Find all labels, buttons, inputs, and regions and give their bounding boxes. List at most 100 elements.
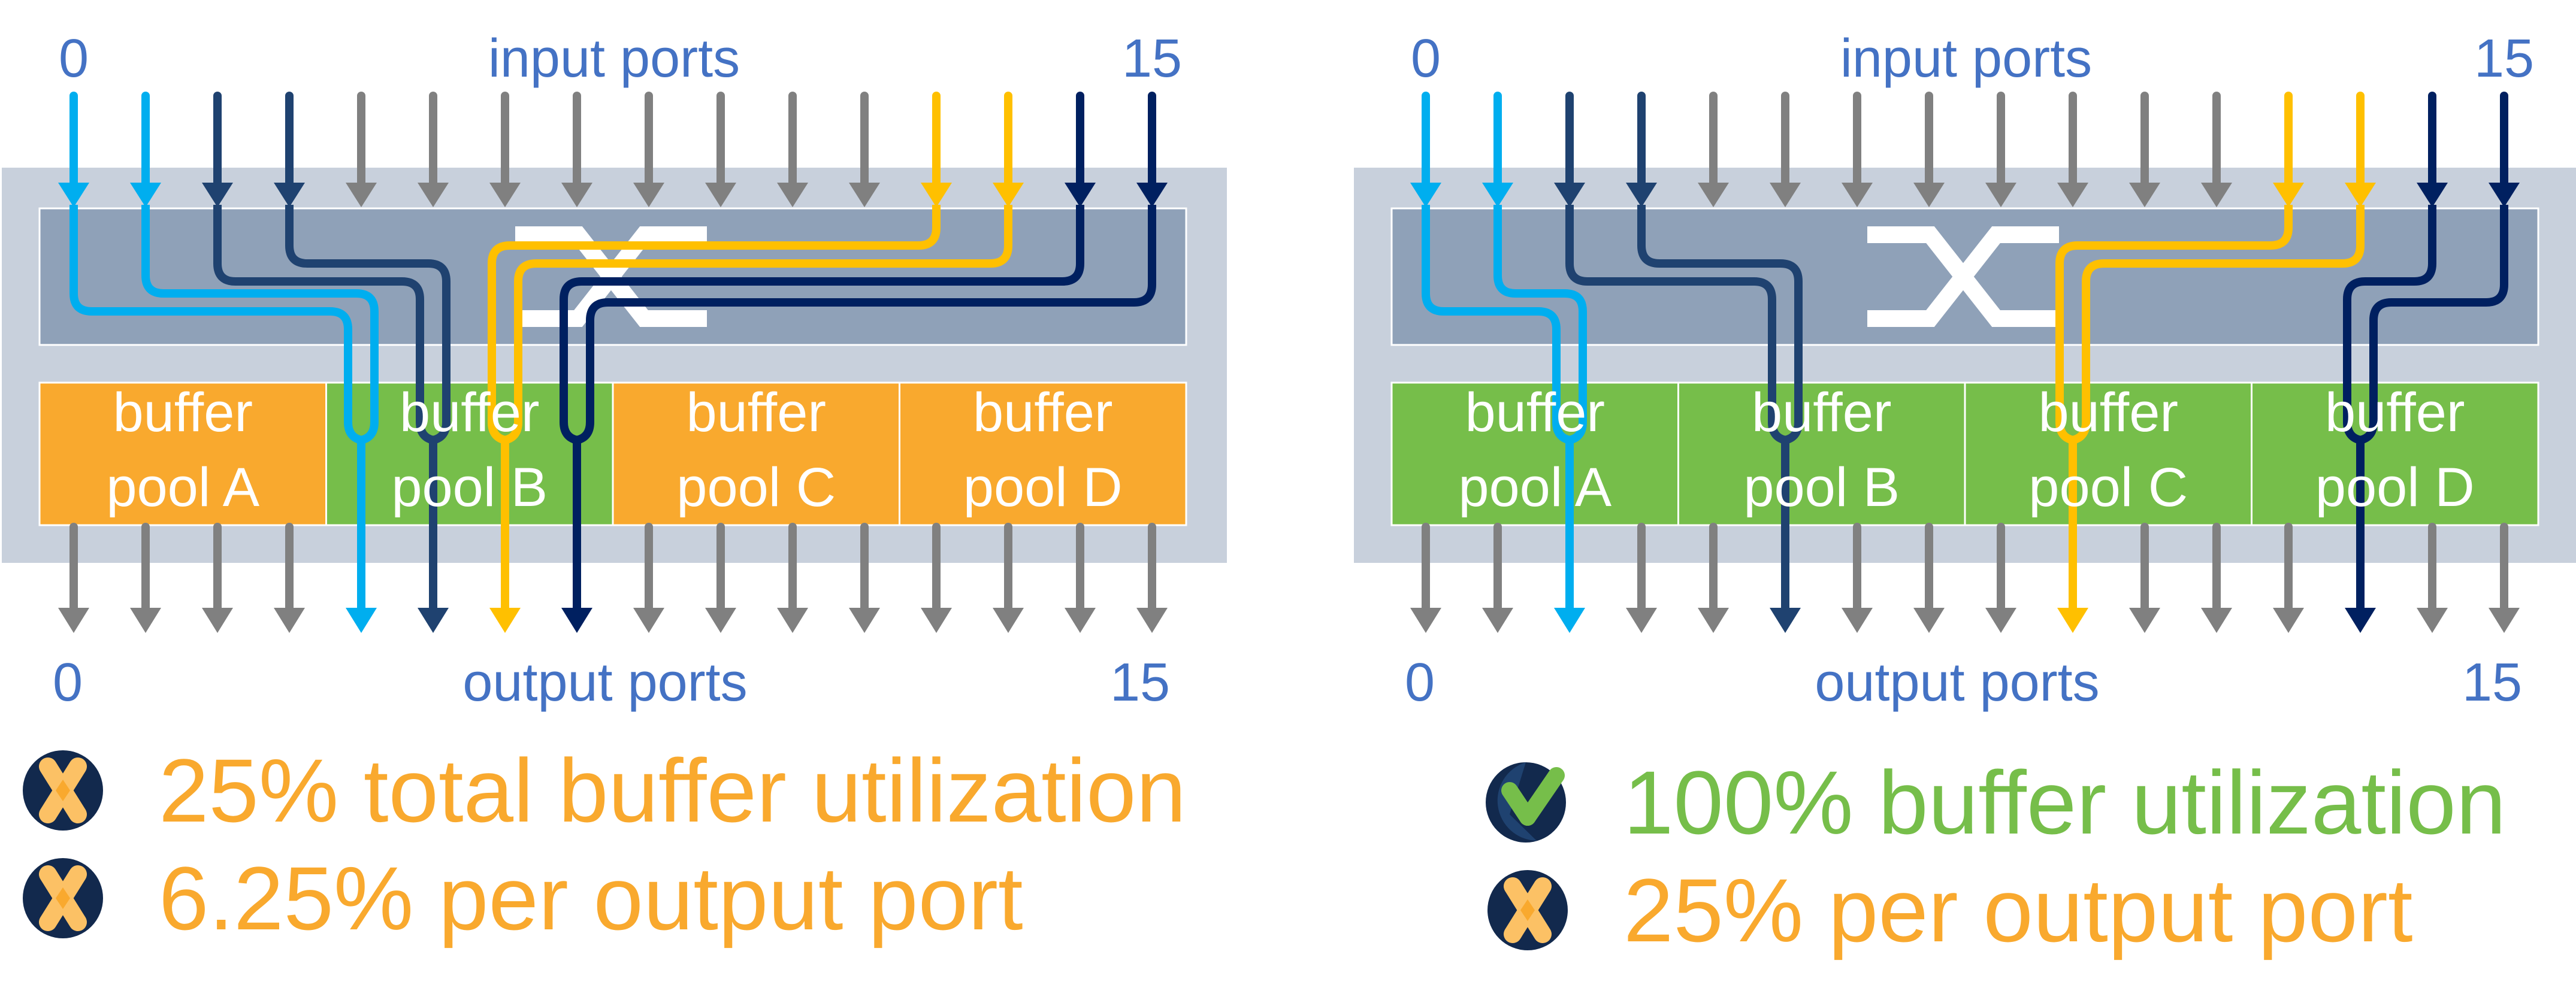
- stat-text: 25% total buffer utilization: [159, 740, 1186, 841]
- input-port-arrowhead: [1626, 183, 1657, 207]
- output-port-arrowhead: [561, 608, 592, 633]
- stat-row: 25% total buffer utilization: [21, 746, 1186, 835]
- stat-row: 25% per output port: [1486, 865, 2413, 955]
- input-port-last-label: 15: [1122, 29, 1182, 89]
- flow-path: [141, 205, 379, 444]
- x-circle-icon: [21, 749, 105, 832]
- buffer-pool-label: buffer: [2038, 382, 2178, 443]
- input-port-arrowhead: [202, 183, 233, 207]
- input-port-arrowhead: [1065, 183, 1096, 207]
- input-port-arrowhead: [849, 183, 880, 207]
- flow-path: [213, 205, 434, 444]
- output-port-arrowhead: [346, 608, 377, 633]
- flow-path: [1493, 205, 1587, 444]
- output-port-last-label: 15: [2462, 653, 2522, 713]
- input-ports-label: input ports: [488, 29, 740, 89]
- input-port-arrowhead: [58, 183, 89, 207]
- buffer-pool-label: pool D: [963, 457, 1123, 518]
- flow-path: [285, 205, 451, 444]
- stat-text: 25% per output port: [1623, 860, 2413, 960]
- input-port-arrowhead: [561, 183, 592, 207]
- x-circle-icon: [21, 856, 105, 940]
- buffer-pool-b: [1677, 381, 1966, 526]
- input-port-arrowhead: [2129, 183, 2160, 207]
- output-port-arrowhead: [1065, 608, 1096, 633]
- output-ports-label: output ports: [1815, 653, 2099, 713]
- output-port-arrowhead: [1770, 608, 1801, 633]
- input-port-arrowhead: [777, 183, 808, 207]
- input-port-arrowhead: [633, 183, 664, 207]
- input-port-arrowhead: [705, 183, 736, 207]
- output-port-arrowhead: [58, 608, 89, 633]
- stat-text: 6.25% per output port: [159, 848, 1023, 949]
- input-port-arrowhead: [274, 183, 305, 207]
- flow-path: [488, 205, 941, 444]
- input-port-arrowhead: [1698, 183, 1729, 207]
- flow-path: [1422, 205, 1571, 444]
- x-circle-icon: [1486, 868, 1570, 952]
- output-port-arrowhead: [202, 608, 233, 633]
- output-port-arrowhead: [1136, 608, 1168, 633]
- output-port-first-label: 0: [1405, 653, 1435, 713]
- output-port-arrowhead: [1410, 608, 1441, 633]
- output-port-arrowhead: [921, 608, 952, 633]
- output-port-arrowhead: [1842, 608, 1873, 633]
- buffer-pool-label: buffer: [113, 382, 253, 443]
- input-port-arrowhead: [993, 183, 1024, 207]
- output-port-last-label: 15: [1110, 653, 1170, 713]
- buffer-pool-label: pool C: [2028, 457, 2188, 518]
- input-port-arrowhead: [1770, 183, 1801, 207]
- buffer-pool-label: buffer: [1465, 382, 1605, 443]
- input-port-arrowhead: [2489, 183, 2520, 207]
- output-port-arrowhead: [633, 608, 664, 633]
- input-port-arrowhead: [418, 183, 449, 207]
- input-port-first-label: 0: [59, 29, 89, 89]
- input-port-arrowhead: [1136, 183, 1168, 207]
- crossbar-icon: [1867, 226, 2059, 327]
- flow-path: [2343, 205, 2436, 444]
- buffer-pool-label: buffer: [686, 382, 826, 443]
- buffer-pool-c: [612, 381, 900, 526]
- input-port-first-label: 0: [1411, 29, 1441, 89]
- input-port-arrowhead: [2273, 183, 2304, 207]
- buffer-pool-d: [2251, 381, 2539, 526]
- output-port-arrowhead: [705, 608, 736, 633]
- output-port-arrowhead: [2345, 608, 2376, 633]
- output-port-arrowhead: [2417, 608, 2448, 633]
- input-ports-label: input ports: [1840, 29, 2092, 89]
- buffer-pool-label: pool B: [391, 457, 548, 518]
- output-port-arrowhead: [1913, 608, 1945, 633]
- output-port-arrowhead: [1626, 608, 1657, 633]
- input-port-arrowhead: [130, 183, 161, 207]
- input-port-arrowhead: [2417, 183, 2448, 207]
- input-port-arrowhead: [2345, 183, 2376, 207]
- output-port-arrowhead: [2273, 608, 2304, 633]
- crossbar-icon: [515, 226, 707, 327]
- output-port-arrowhead: [1554, 608, 1585, 633]
- stat-row: 100% buffer utilization: [1486, 757, 2506, 847]
- output-port-arrowhead: [274, 608, 305, 633]
- flow-path: [2072, 205, 2365, 444]
- flow-path: [2055, 205, 2293, 444]
- output-port-arrowhead: [130, 608, 161, 633]
- output-port-arrowhead: [2057, 608, 2088, 633]
- buffer-pool-a: [1390, 381, 1679, 526]
- buffer-pool-c: [1964, 381, 2253, 526]
- buffer-pool-label: buffer: [1752, 382, 1892, 443]
- input-port-arrowhead: [2057, 183, 2088, 207]
- flow-path: [504, 205, 1012, 444]
- input-port-arrowhead: [1482, 183, 1513, 207]
- stat-text: 100% buffer utilization: [1623, 752, 2507, 853]
- stat-row: 6.25% per output port: [21, 853, 1023, 943]
- flow-path: [2359, 205, 2508, 444]
- output-port-arrowhead: [849, 608, 880, 633]
- flow-path: [576, 205, 1156, 444]
- output-port-arrowhead: [1985, 608, 2016, 633]
- output-port-arrowhead: [1698, 608, 1729, 633]
- buffer-pool-label: buffer: [973, 382, 1113, 443]
- buffer-pool-label: buffer: [400, 382, 540, 443]
- flow-path: [1637, 205, 1803, 444]
